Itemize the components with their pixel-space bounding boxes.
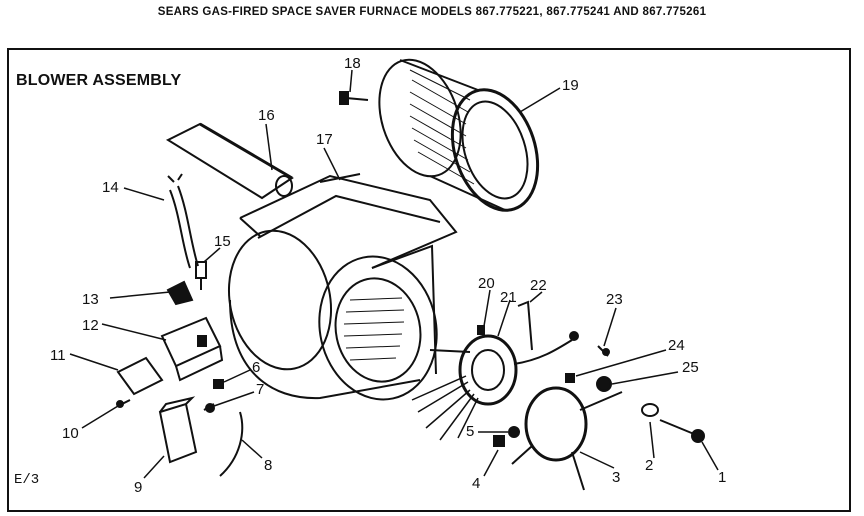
- callout-12: 12: [82, 317, 99, 334]
- callout-5: 5: [466, 423, 474, 440]
- capacitor-drawing: [158, 396, 198, 464]
- callout-14: 14: [102, 179, 119, 196]
- screw-10-drawing: [116, 399, 131, 408]
- callout-18: 18: [344, 55, 361, 72]
- bushing-and-bolt-drawing: [641, 403, 705, 443]
- control-box-drawing: [160, 316, 224, 382]
- reference-code: E/3: [14, 472, 40, 488]
- callout-8: 8: [264, 457, 272, 474]
- connector-15-drawing: [195, 261, 207, 290]
- page-header: SEARS GAS-FIRED SPACE SAVER FURNACE MODE…: [157, 6, 707, 18]
- callout-25: 25: [682, 359, 699, 376]
- strap-8-drawing: [219, 411, 244, 477]
- fasteners-6-7-drawing: [203, 379, 224, 413]
- leader-lines: [69, 69, 719, 479]
- callout-20: 20: [478, 275, 495, 292]
- callout-19: 19: [562, 77, 579, 94]
- callout-13: 13: [82, 291, 99, 308]
- nuts-4-5-drawing: [493, 426, 520, 447]
- callout-7: 7: [256, 381, 264, 398]
- hardware-24-25-drawing: [565, 373, 612, 392]
- cover-plate-drawing: [165, 122, 294, 200]
- screw-18-drawing: [339, 91, 369, 105]
- blower-wheel-drawing: [378, 58, 540, 212]
- motor-drawing: [411, 300, 579, 441]
- diagram-frame: [7, 48, 851, 512]
- callout-23: 23: [606, 291, 623, 308]
- callout-2: 2: [645, 457, 653, 474]
- callout-1: 1: [718, 469, 726, 486]
- callout-3: 3: [612, 469, 620, 486]
- wire-harness-drawing: [167, 173, 199, 269]
- plate-11-drawing: [116, 356, 164, 396]
- callout-11: 11: [50, 347, 66, 364]
- callout-9: 9: [134, 479, 142, 496]
- callout-21: 21: [500, 289, 517, 306]
- callout-24: 24: [668, 337, 685, 354]
- screw-23-drawing: [597, 345, 610, 357]
- callout-17: 17: [316, 131, 333, 148]
- clip-13-drawing: [166, 280, 194, 306]
- callout-6: 6: [252, 359, 260, 376]
- callout-15: 15: [214, 233, 231, 250]
- callout-16: 16: [258, 107, 275, 124]
- callout-22: 22: [530, 277, 547, 294]
- section-title: BLOWER ASSEMBLY: [16, 72, 182, 89]
- callout-10: 10: [62, 425, 79, 442]
- callout-4: 4: [472, 475, 480, 492]
- motor-mount-drawing: [511, 386, 623, 491]
- blower-housing-drawing: [227, 173, 458, 401]
